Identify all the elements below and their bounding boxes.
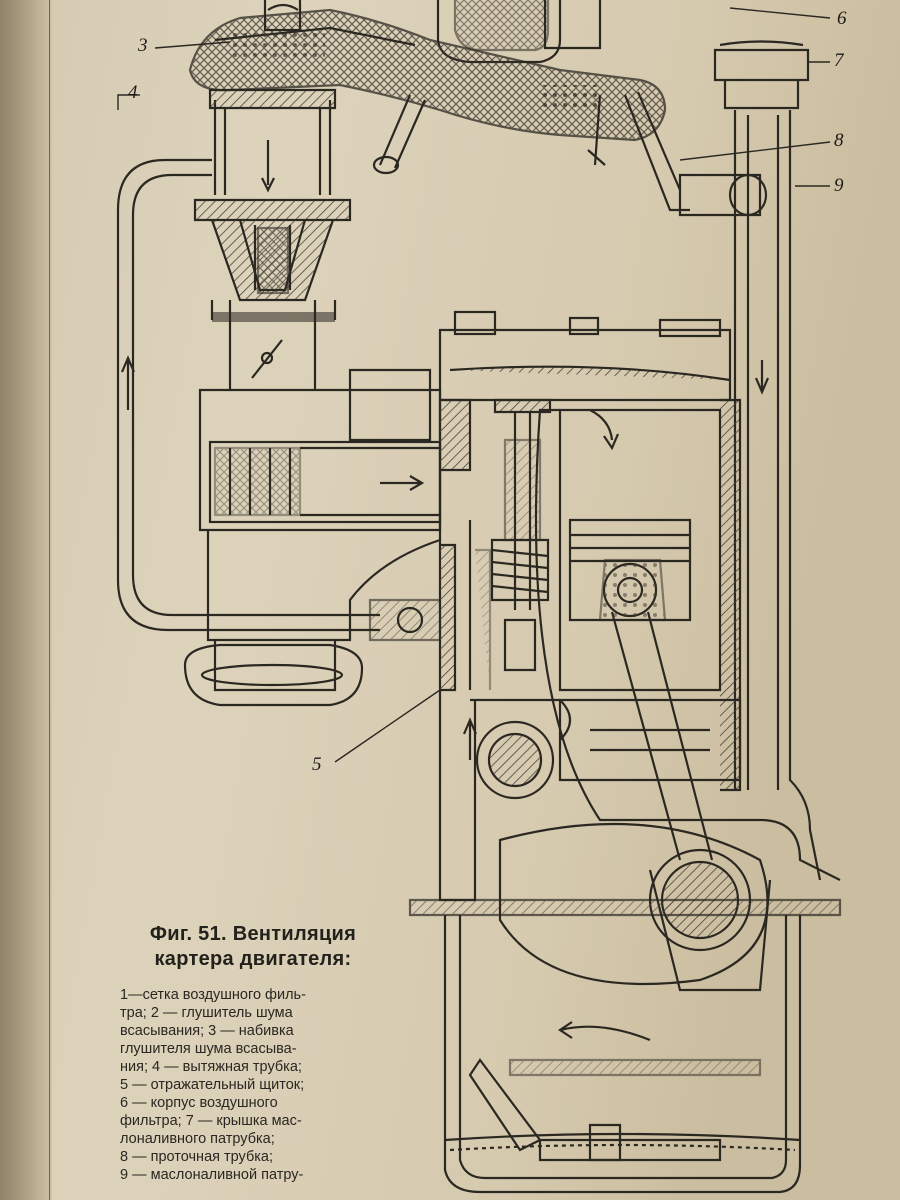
callout-5: 5 [312,754,322,775]
page-edge-line [49,0,50,1200]
callout-leaders [117,7,831,763]
callout-7: 7 [834,50,844,71]
legend-line: глушителя шума всасыва- [120,1041,297,1057]
legend-line: 5 — отражательный щиток; [120,1077,305,1093]
book-gutter [0,0,52,1200]
callout-4: 4 [128,82,138,103]
legend-line: 9 — маслоналивной патру- [120,1167,304,1183]
figure-caption: Фиг. 51. Вентиляция картера двигателя: [118,922,388,972]
oil-filler-pipe [678,40,822,881]
legend-line: фильтра; 7 — крышка мас- [120,1113,302,1129]
callout-3: 3 [138,35,148,56]
figure-title-line-1: Фиг. 51. Вентиляция [149,923,357,945]
legend-line: тра; 2 — глушитель шума [120,1005,293,1021]
intake-manifold [183,368,442,707]
legend-line: 1—сетка воздушного филь- [120,987,306,1003]
legend-line: 8 — проточная трубка; [120,1149,274,1165]
exhaust-tube [116,158,380,632]
callout-9: 9 [834,175,844,196]
callout-8: 8 [834,130,844,151]
intake-silencer-top [188,0,690,212]
callout-6: 6 [837,8,847,29]
legend-line: всасывания; 3 — набивка [120,1023,294,1039]
legend-line: 6 — корпус воздушного [120,1095,278,1111]
oil-sump [408,822,842,1194]
figure-legend: 1—сетка воздушного филь-тра; 2 — глушите… [120,986,386,1184]
legend-line: лоналивного патрубка; [120,1131,275,1147]
legend-line: ния; 4 — вытяжная трубка; [120,1059,302,1075]
intake-silencer-body [193,88,352,390]
figure-title-line-2: картера двигателя: [154,948,352,970]
